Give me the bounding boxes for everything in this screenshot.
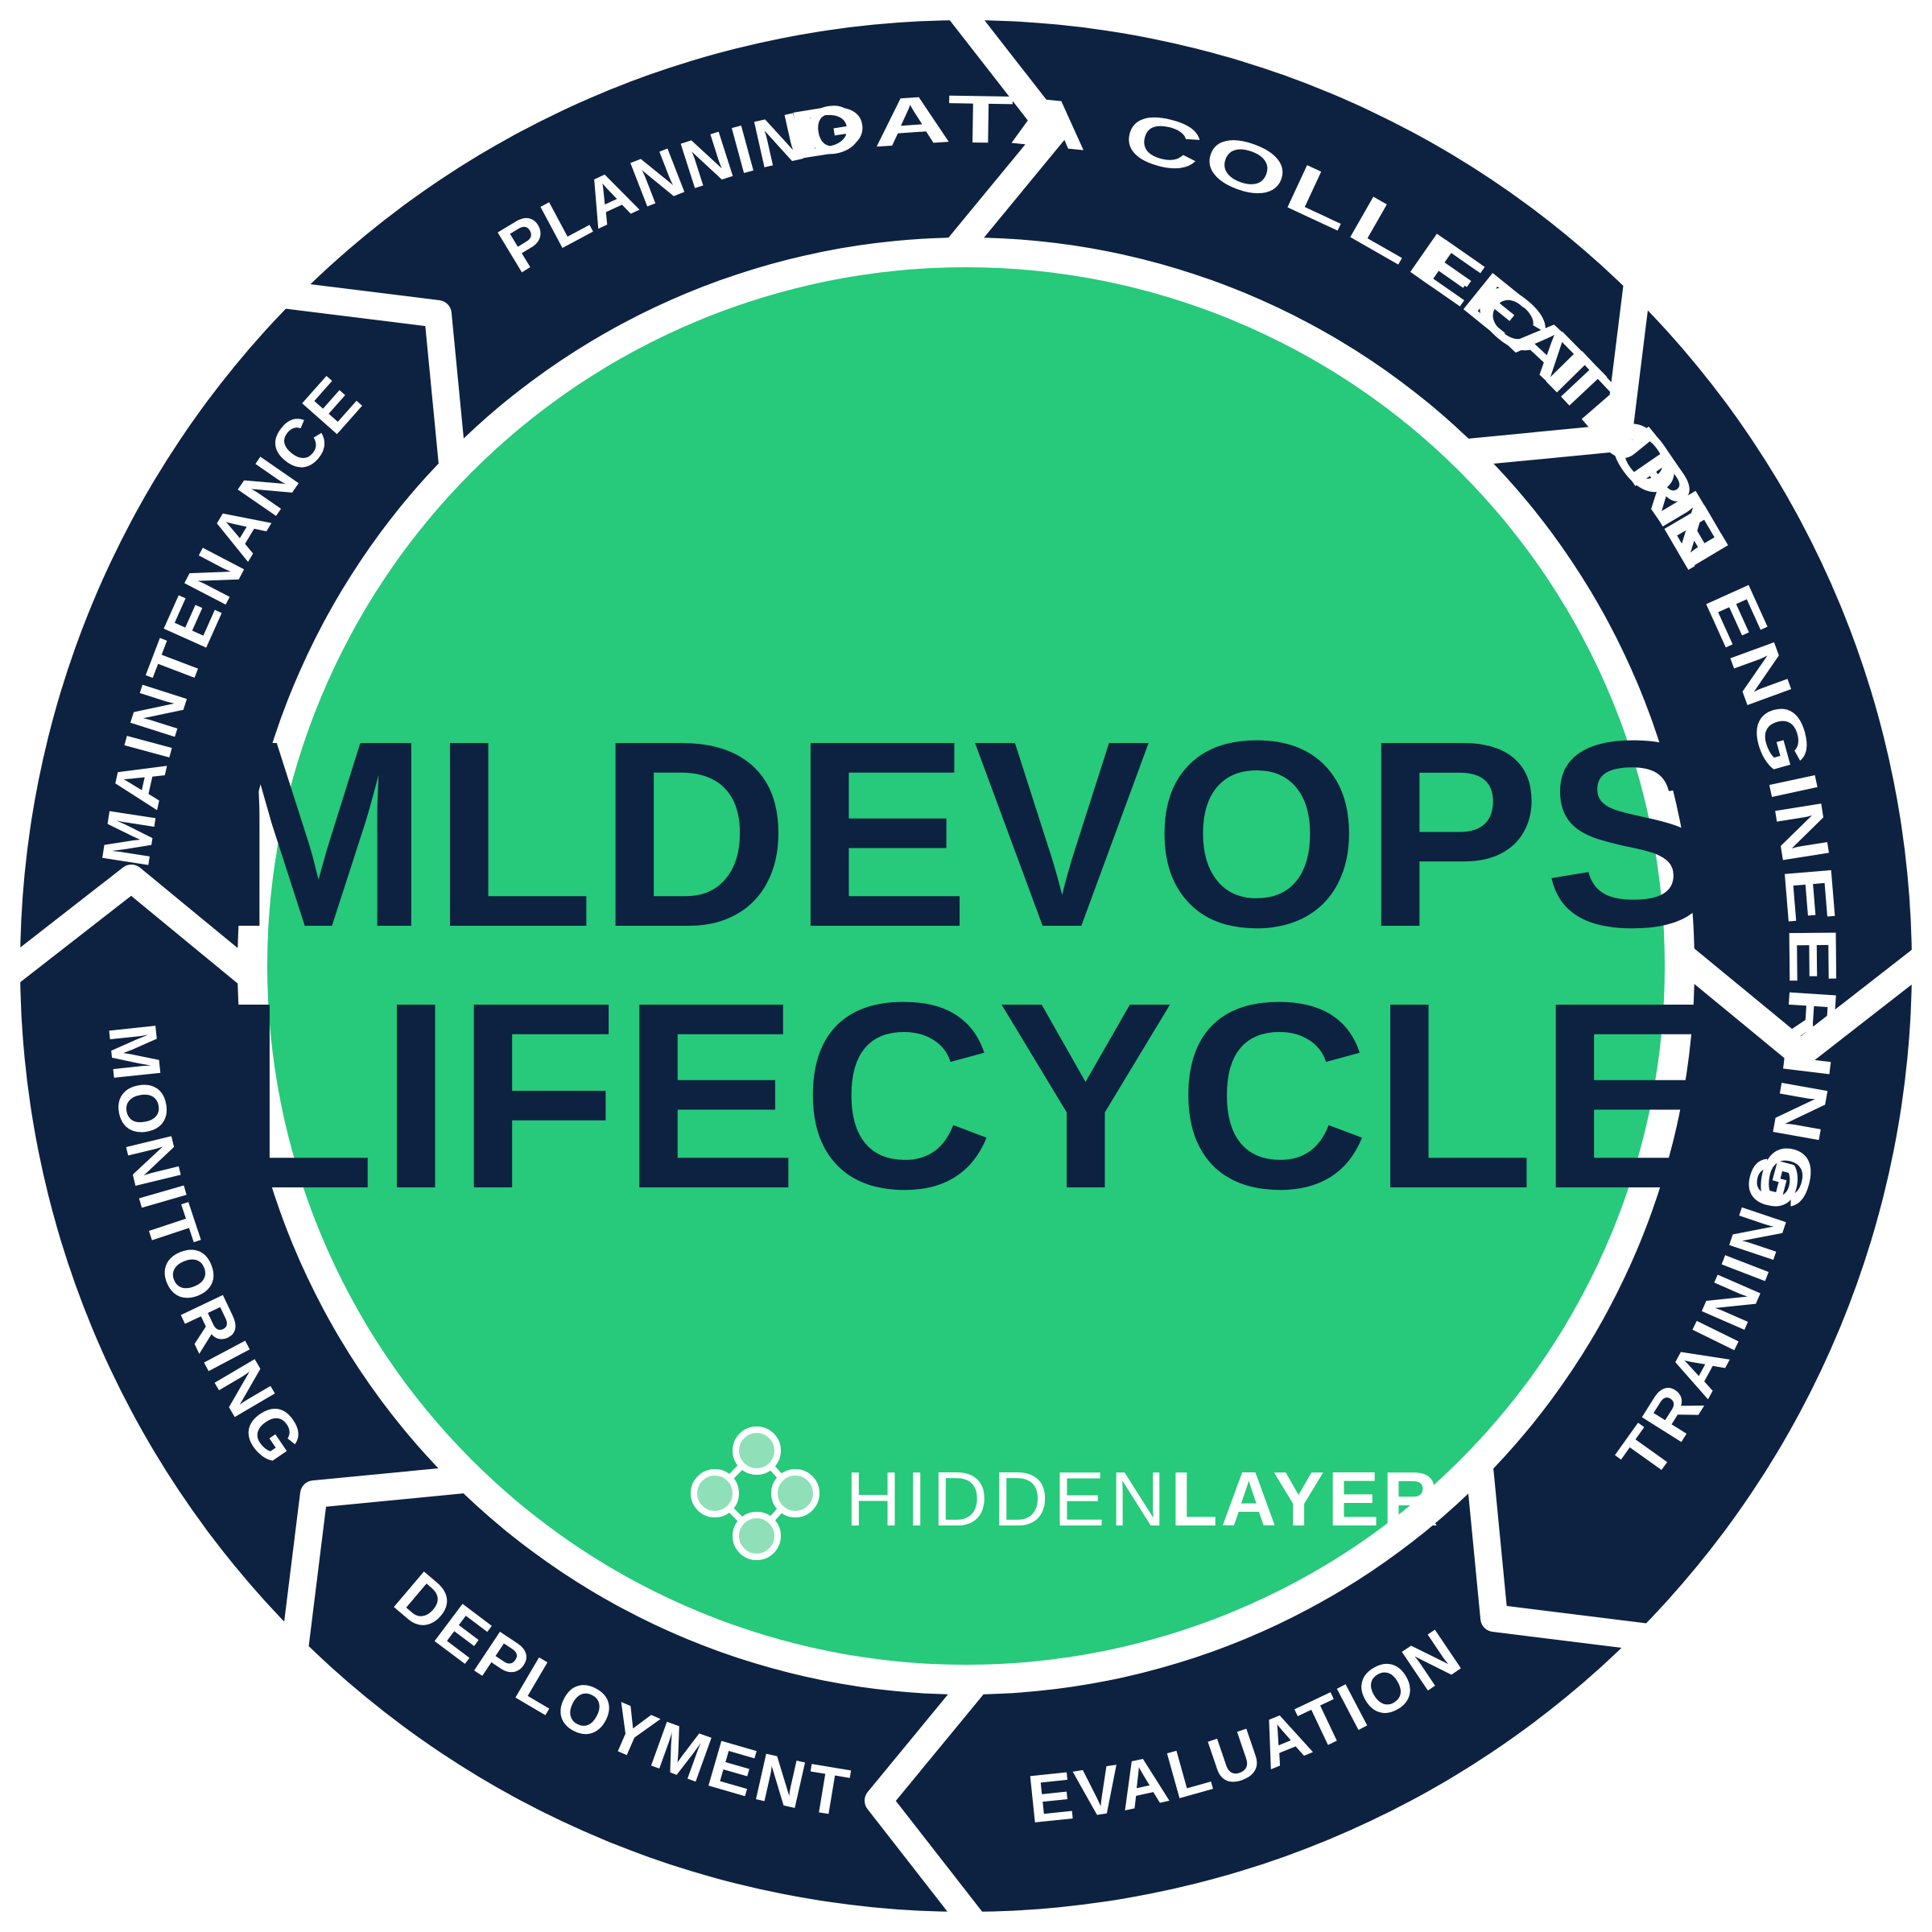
logo-text-hidden: HIDDEN <box>845 1456 1170 1542</box>
separator-chevron <box>1672 943 1932 1067</box>
separator-chevron <box>269 280 466 475</box>
title-line-2: LIFECYCLE <box>213 947 1718 1244</box>
title-line-1: MLDEVOPS <box>208 685 1724 982</box>
hiddenlayer-logo: HIDDENLAYER <box>691 1426 1442 1560</box>
separator-chevron <box>943 0 1067 260</box>
center-circle <box>267 267 1665 1665</box>
svg-text:HIDDENLAYER: HIDDENLAYER <box>845 1456 1442 1542</box>
separator-chevron <box>280 1466 475 1663</box>
logo-text-layer: LAYER <box>1170 1456 1442 1542</box>
separator-chevron <box>865 1672 989 1932</box>
separator-chevron <box>1457 269 1652 466</box>
separator-chevron <box>0 865 260 989</box>
separator-chevron <box>1466 1457 1663 1652</box>
network-nodes-icon <box>691 1426 819 1560</box>
